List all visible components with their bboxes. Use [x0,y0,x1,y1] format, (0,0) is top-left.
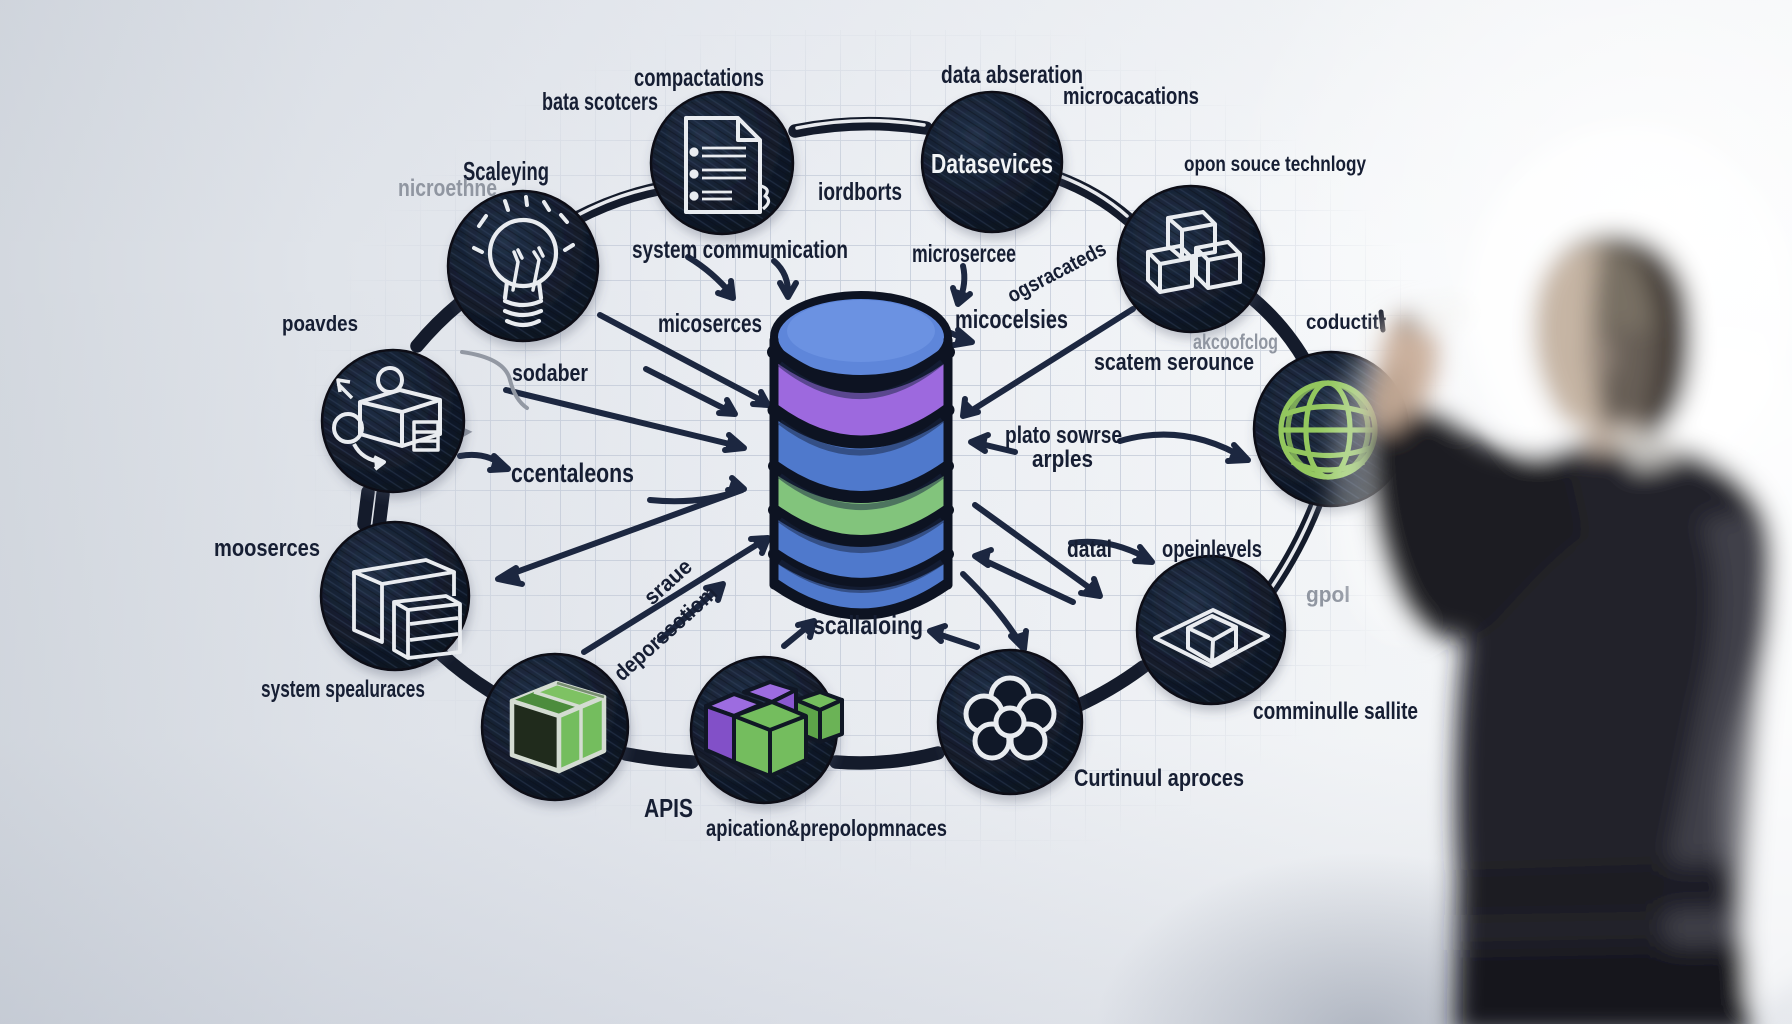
svg-text:akcoofclog: akcoofclog [1193,331,1278,354]
svg-text:datal: datal [1067,536,1112,563]
svg-text:microcacations: microcacations [1063,83,1199,110]
svg-text:opon souce technlogy: opon souce technlogy [1184,153,1366,176]
svg-text:coductitr: coductitr [1306,311,1386,334]
svg-text:ccentaleons: ccentaleons [511,458,634,488]
svg-text:poavdes: poavdes [282,311,358,336]
svg-text:Curtinuul aproces: Curtinuul aproces [1074,765,1244,792]
svg-text:Datasevices: Datasevices [931,148,1053,179]
svg-text:arples: arples [1032,446,1093,473]
svg-text:data abseration: data abseration [941,61,1083,89]
svg-text:micoserces: micoserces [658,308,762,338]
svg-text:gpol: gpol [1306,582,1350,607]
svg-text:plato sowrse: plato sowrse [1005,422,1122,449]
svg-text:iordborts: iordborts [818,178,902,206]
svg-text:comminulle sallite: comminulle sallite [1253,698,1418,725]
svg-text:micocelsies: micocelsies [955,304,1068,334]
svg-text:system spealuraces: system spealuraces [261,676,425,703]
svg-text:compactations: compactations [634,64,764,92]
svg-text:Scaleying: Scaleying [463,156,549,186]
svg-text:scatem serounce: scatem serounce [1094,349,1254,376]
svg-text:mooserces: mooserces [214,535,320,562]
svg-text:bata scotcers: bata scotcers [542,88,658,116]
svg-text:sodaber: sodaber [512,360,588,387]
svg-text:apication&prepolopmnaces: apication&prepolopmnaces [706,815,947,841]
svg-text:microsercee: microsercee [912,240,1016,268]
svg-text:opeinlevels: opeinlevels [1162,536,1262,563]
svg-text:system commumication: system commumication [632,236,848,264]
svg-text:APIS: APIS [644,793,693,823]
svg-text:nicroethne: nicroethne [398,175,497,202]
svg-text:scallaloing: scallaloing [813,610,923,640]
